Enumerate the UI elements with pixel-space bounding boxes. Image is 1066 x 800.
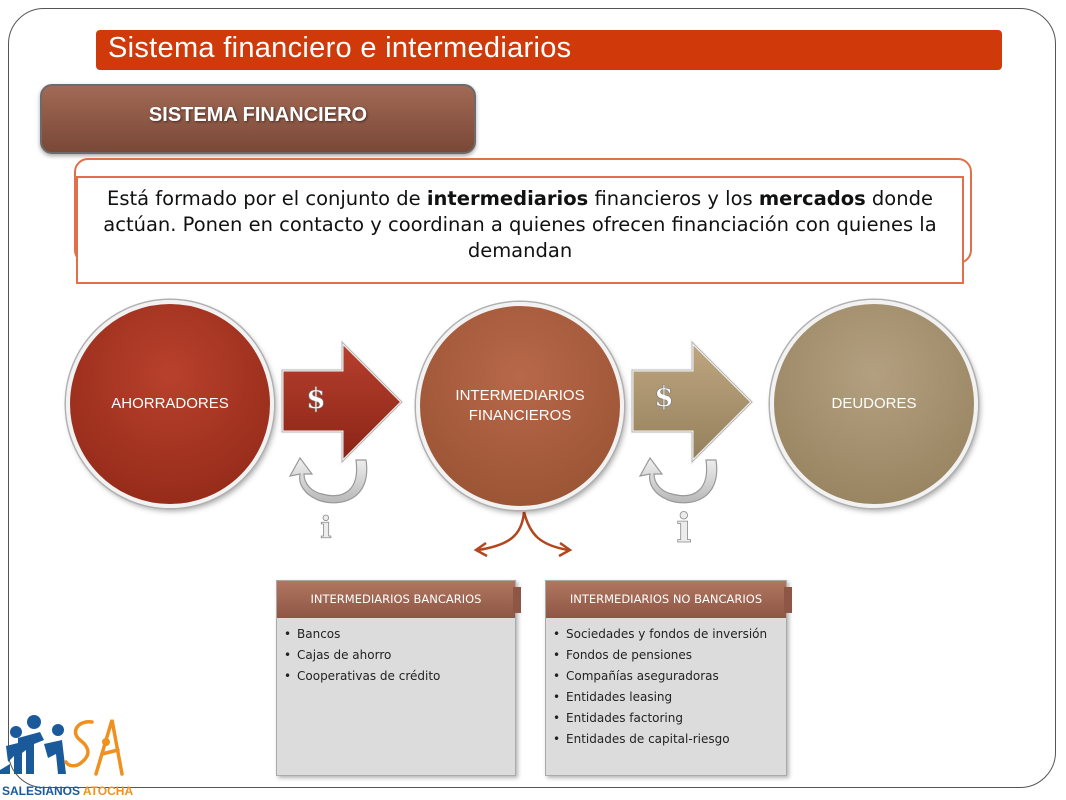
slide-frame: [8, 8, 1056, 788]
logo-text: SALESIANOS ATOCHA: [2, 784, 133, 798]
section-label: SISTEMA FINANCIERO: [148, 104, 368, 126]
arrow-ahorradores-to-intermediarios: $: [280, 338, 405, 466]
panel-intermediarios-no-bancarios: INTERMEDIARIOS NO BANCARIOS Sociedades y…: [545, 580, 792, 776]
definition-bold-intermediarios: intermediarios: [426, 187, 589, 210]
panel-header-no-bancarios: INTERMEDIARIOS NO BANCARIOS: [546, 581, 792, 618]
section-label-box: SISTEMA FINANCIERO: [40, 84, 476, 154]
node-label-ahorradores: AHORRADORES: [111, 395, 229, 412]
return-curve-arrow-2: [638, 456, 718, 504]
info-symbol-1: i: [320, 511, 331, 546]
list-item: Entidades factoring: [553, 711, 767, 726]
arrow-intermediarios-to-deudores: $: [630, 338, 755, 466]
definition-bold-mercados: mercados: [758, 187, 866, 210]
list-no-bancarios: Sociedades y fondos de inversión Fondos …: [546, 621, 773, 752]
node-label-deudores: DEUDORES: [831, 395, 917, 412]
definition-text: Está formado por el conjunto de intermed…: [103, 187, 937, 262]
title-bar: Sistema financiero e intermediarios: [96, 30, 1002, 70]
salesianos-atocha-logo: SALESIANOS ATOCHA: [0, 715, 133, 798]
list-item: Bancos: [284, 627, 440, 642]
list-item: Cajas de ahorro: [284, 648, 440, 663]
definition-box: Está formado por el conjunto de intermed…: [76, 176, 964, 284]
node-deudores: DEUDORES: [770, 300, 978, 508]
panel-intermediarios-bancarios: INTERMEDIARIOS BANCARIOS Bancos Cajas de…: [276, 580, 521, 776]
list-item: Entidades de capital-riesgo: [553, 732, 767, 747]
return-curve-arrow-1: [288, 456, 368, 504]
list-item: Entidades leasing: [553, 690, 767, 705]
list-bancarios: Bancos Cajas de ahorro Cooperativas de c…: [277, 621, 446, 689]
dollar-symbol-2: $: [654, 380, 673, 413]
list-item: Fondos de pensiones: [553, 648, 767, 663]
list-item: Cooperativas de crédito: [284, 669, 440, 684]
panel-header-bancarios: INTERMEDIARIOS BANCARIOS: [277, 581, 521, 618]
split-arrow: [473, 511, 573, 558]
node-label-intermediarios: INTERMEDIARIOS FINANCIEROS: [455, 387, 585, 424]
dollar-symbol-1: $: [306, 382, 325, 415]
slide-title: Sistema financiero e intermediarios: [108, 32, 572, 64]
info-symbol-2: i: [676, 505, 691, 552]
list-item: Compañías aseguradoras: [553, 669, 767, 684]
list-item: Sociedades y fondos de inversión: [553, 627, 767, 642]
node-intermediarios-financieros: INTERMEDIARIOS FINANCIEROS: [416, 302, 624, 510]
node-ahorradores: AHORRADORES: [66, 300, 274, 508]
